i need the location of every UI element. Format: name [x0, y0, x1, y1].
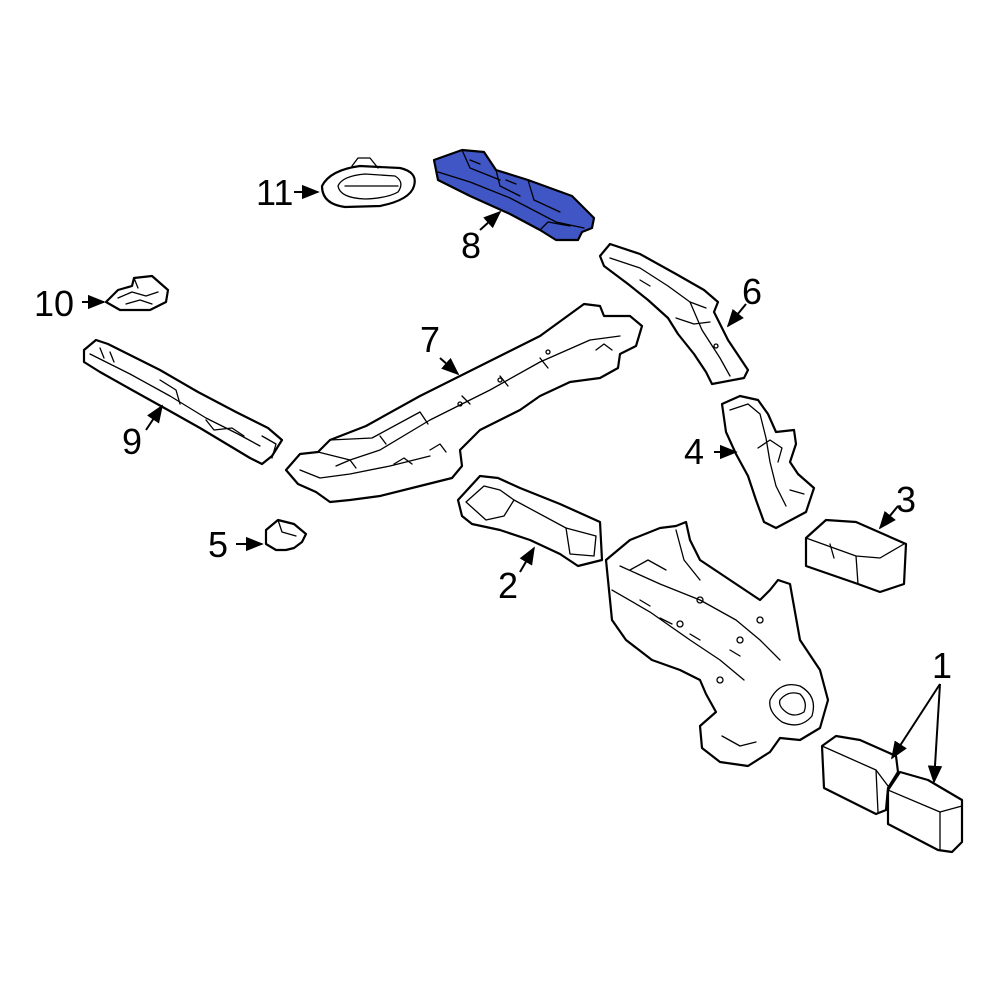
leader-lines	[82, 184, 943, 784]
callout-3: 3	[896, 479, 916, 520]
callout-2: 2	[498, 565, 518, 606]
part-5[interactable]	[264, 518, 308, 552]
callout-11: 11	[256, 172, 293, 213]
part-10[interactable]	[104, 274, 170, 312]
callout-7: 7	[420, 319, 440, 360]
callout-9: 9	[122, 421, 142, 462]
part-6[interactable]	[598, 242, 750, 386]
callout-6: 6	[742, 271, 762, 312]
callout-8: 8	[461, 225, 481, 266]
part-2[interactable]	[456, 474, 604, 568]
part-8-shape	[432, 148, 596, 242]
part-1[interactable]	[820, 734, 964, 854]
part-11[interactable]	[320, 157, 416, 209]
heater-housing-assembly	[604, 520, 830, 768]
part-9[interactable]	[82, 338, 284, 466]
callout-4: 4	[684, 431, 704, 472]
callout-5: 5	[208, 524, 228, 565]
part-8-highlighted[interactable]	[432, 148, 596, 242]
part-3[interactable]	[804, 518, 908, 594]
part-7[interactable]	[284, 302, 644, 504]
part-4[interactable]	[720, 394, 816, 530]
callout-labels: 11 8 10 7 6 9 4 3 5 2 1	[34, 172, 952, 686]
callout-10: 10	[34, 283, 74, 324]
callout-1: 1	[932, 645, 952, 686]
